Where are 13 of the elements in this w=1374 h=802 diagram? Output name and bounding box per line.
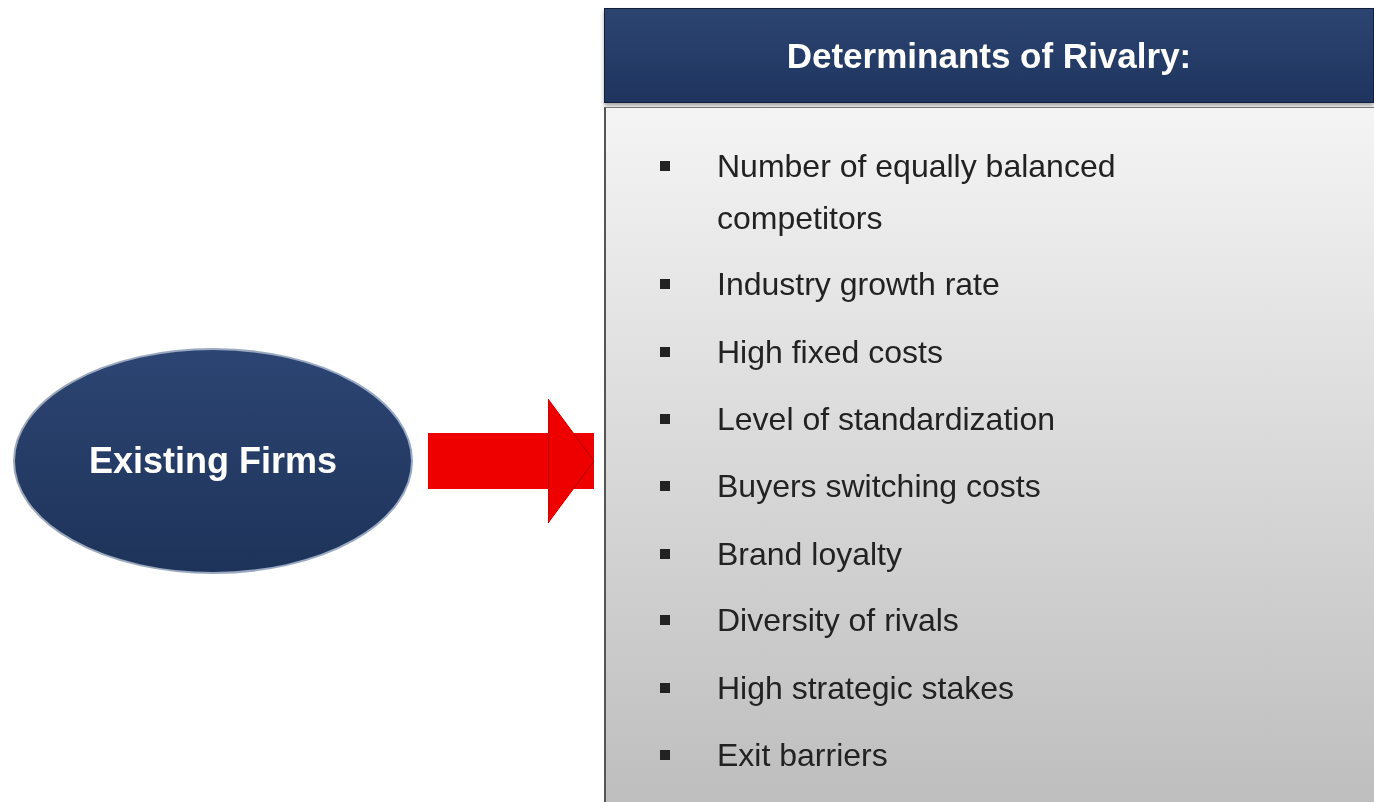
list-item: Level of standardization: [717, 400, 1056, 439]
list-item: High strategic stakes: [717, 669, 1015, 708]
ellipse-node: [12, 347, 414, 575]
list-item: Buyers switching costs: [717, 467, 1042, 506]
panel-heading: Determinants of Rivalry:: [785, 36, 1193, 76]
node-label: Existing Firms: [87, 440, 339, 482]
block-arrow: [428, 398, 595, 524]
list-item: Exit barriers: [717, 736, 889, 775]
list-item: Brand loyalty: [717, 535, 903, 574]
list-item: Diversity of rivals: [717, 601, 960, 640]
list-item: High fixed costs: [717, 333, 944, 372]
list-item: Industry growth rate: [717, 265, 1001, 304]
list-item: Number of equally balanced competitors: [717, 147, 1117, 238]
